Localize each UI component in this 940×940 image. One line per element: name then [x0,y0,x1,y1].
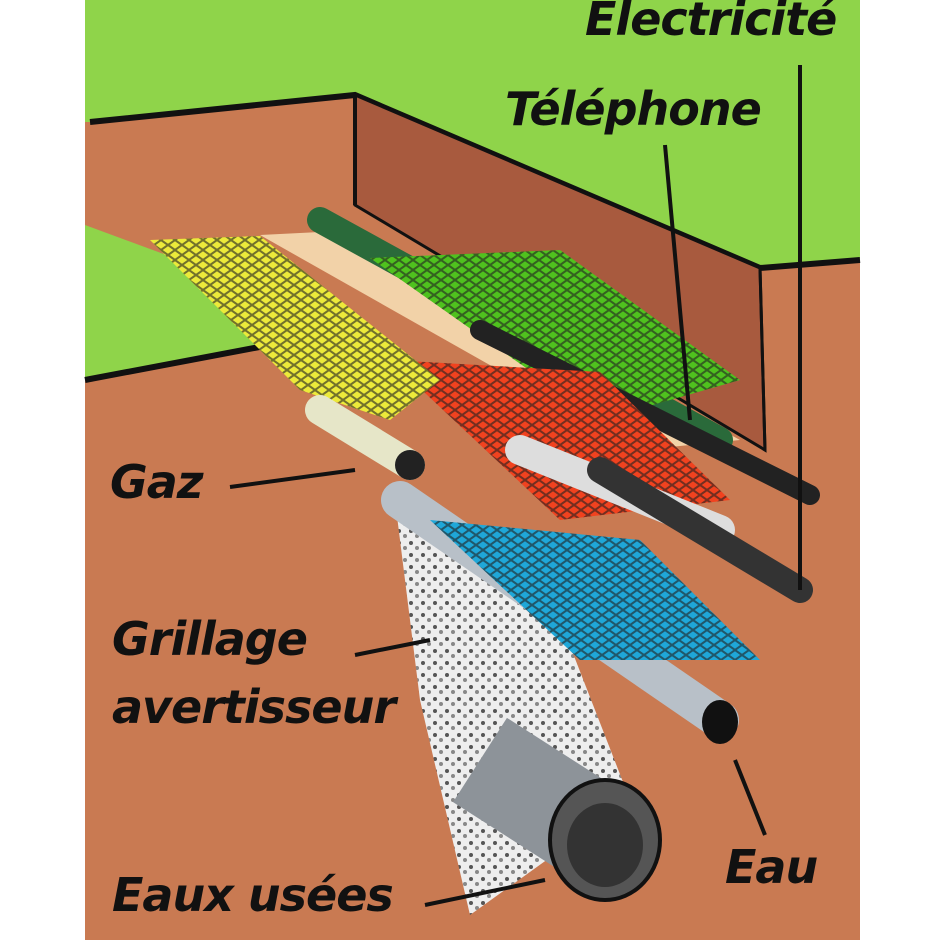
label-telephone: Téléphone [505,82,762,136]
grass-surface [85,0,860,268]
grass-left [85,225,270,380]
gas-pipe [305,395,425,480]
label-eau: Eau [725,840,818,894]
label-electricite: Electricité [585,0,837,46]
label-eaux-usees: Eaux usées [112,868,394,922]
electricity-cable [470,320,820,505]
label-grillage: Grillage [112,612,308,666]
label-avertisseur: avertisseur [112,680,396,734]
label-gaz: Gaz [110,455,204,509]
